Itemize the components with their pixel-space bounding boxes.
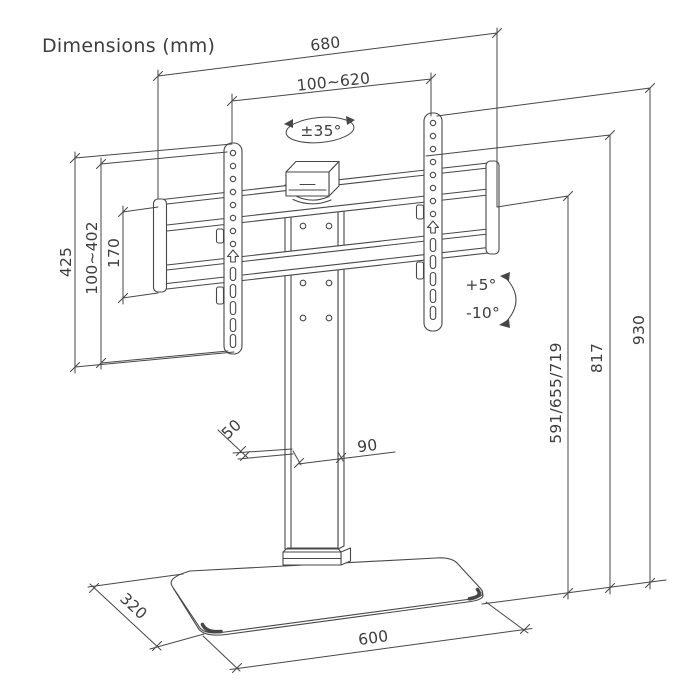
- annotation-swivel: [285, 116, 355, 144]
- base-plate: [170, 557, 484, 634]
- annotation-arrowheads: [284, 116, 510, 328]
- dim-column-top-height-label: 817: [588, 343, 606, 373]
- stand-structure: [152, 112, 500, 636]
- dim-column-depth-label: 50: [218, 416, 245, 443]
- vesa-bracket-right: [415, 112, 443, 332]
- dim-rail-height-label: 170: [105, 238, 123, 268]
- dim-column-depth: [217, 429, 294, 461]
- annotation-tilt: [504, 276, 517, 324]
- ground-extension-line: [481, 579, 667, 605]
- vesa-clamp-tabs-right: [415, 204, 425, 220]
- dim-total-height-label: 930: [630, 315, 648, 345]
- tilt-arc: [504, 276, 517, 324]
- dim-vesa-height-range: [96, 151, 229, 370]
- swivel-arrow-left-icon: [284, 119, 293, 128]
- dim-overall-width: [153, 27, 502, 208]
- dim-base-width-label: 600: [357, 627, 389, 649]
- dim-base-width: [202, 601, 533, 673]
- vesa-slots-left: [229, 266, 237, 349]
- column-side: [337, 182, 345, 550]
- column: [284, 184, 339, 550]
- base-foot-right: [467, 587, 482, 601]
- column-base-flare-bevels: [282, 547, 342, 560]
- dim-bracket-height-label: 425: [57, 247, 75, 277]
- vesa-clamp-tabs-left: [215, 228, 225, 244]
- dim-vesa-width-range: [227, 72, 436, 143]
- dim-column-top-height: [425, 130, 615, 595]
- column-screw-holes: [299, 222, 333, 322]
- diagram-title: Dimensions (mm): [42, 35, 215, 57]
- dimension-lines: [70, 27, 667, 673]
- swivel-range-label: ±35°: [300, 122, 341, 140]
- top-cap-box-details: [288, 183, 332, 205]
- dim-rail-height: [118, 205, 159, 305]
- dim-overall-width-label: 680: [309, 33, 341, 55]
- base-foot-left: [200, 622, 223, 634]
- dim-screen-center-heights: [496, 191, 573, 600]
- vesa-holes-left: [229, 149, 237, 248]
- dim-vesa-width-range-label: 100~620: [296, 69, 371, 95]
- dim-total-height: [436, 83, 655, 590]
- dim-column-width: [292, 450, 396, 468]
- dim-base-depth: [87, 573, 205, 651]
- rail-end-cap-left: [152, 198, 168, 293]
- tilt-arrow-up-icon: [500, 272, 510, 281]
- dim-screen-center-heights-label: 591/655/719: [547, 342, 565, 443]
- base-plate-rim: [172, 587, 484, 636]
- tilt-arrow-down-icon: [499, 319, 510, 328]
- dim-bracket-height: [70, 143, 235, 374]
- vesa-slots-right: [429, 237, 437, 321]
- dim-column-width-label: 90: [356, 436, 378, 456]
- dim-vesa-height-range-label: 100~402: [83, 221, 101, 295]
- vesa-bracket-left: [215, 142, 243, 355]
- tilt-down-label: -10°: [466, 304, 500, 322]
- up-arrow-icon: [226, 249, 240, 263]
- swivel-ellipse: [285, 116, 355, 144]
- tilt-up-label: +5°: [465, 276, 496, 294]
- swivel-arrow-right-icon: [346, 116, 355, 125]
- dim-base-depth-label: 320: [116, 589, 150, 623]
- up-arrow-icon: [426, 220, 440, 234]
- rail-end-cap-right: [485, 160, 500, 255]
- vesa-holes-right: [429, 119, 437, 218]
